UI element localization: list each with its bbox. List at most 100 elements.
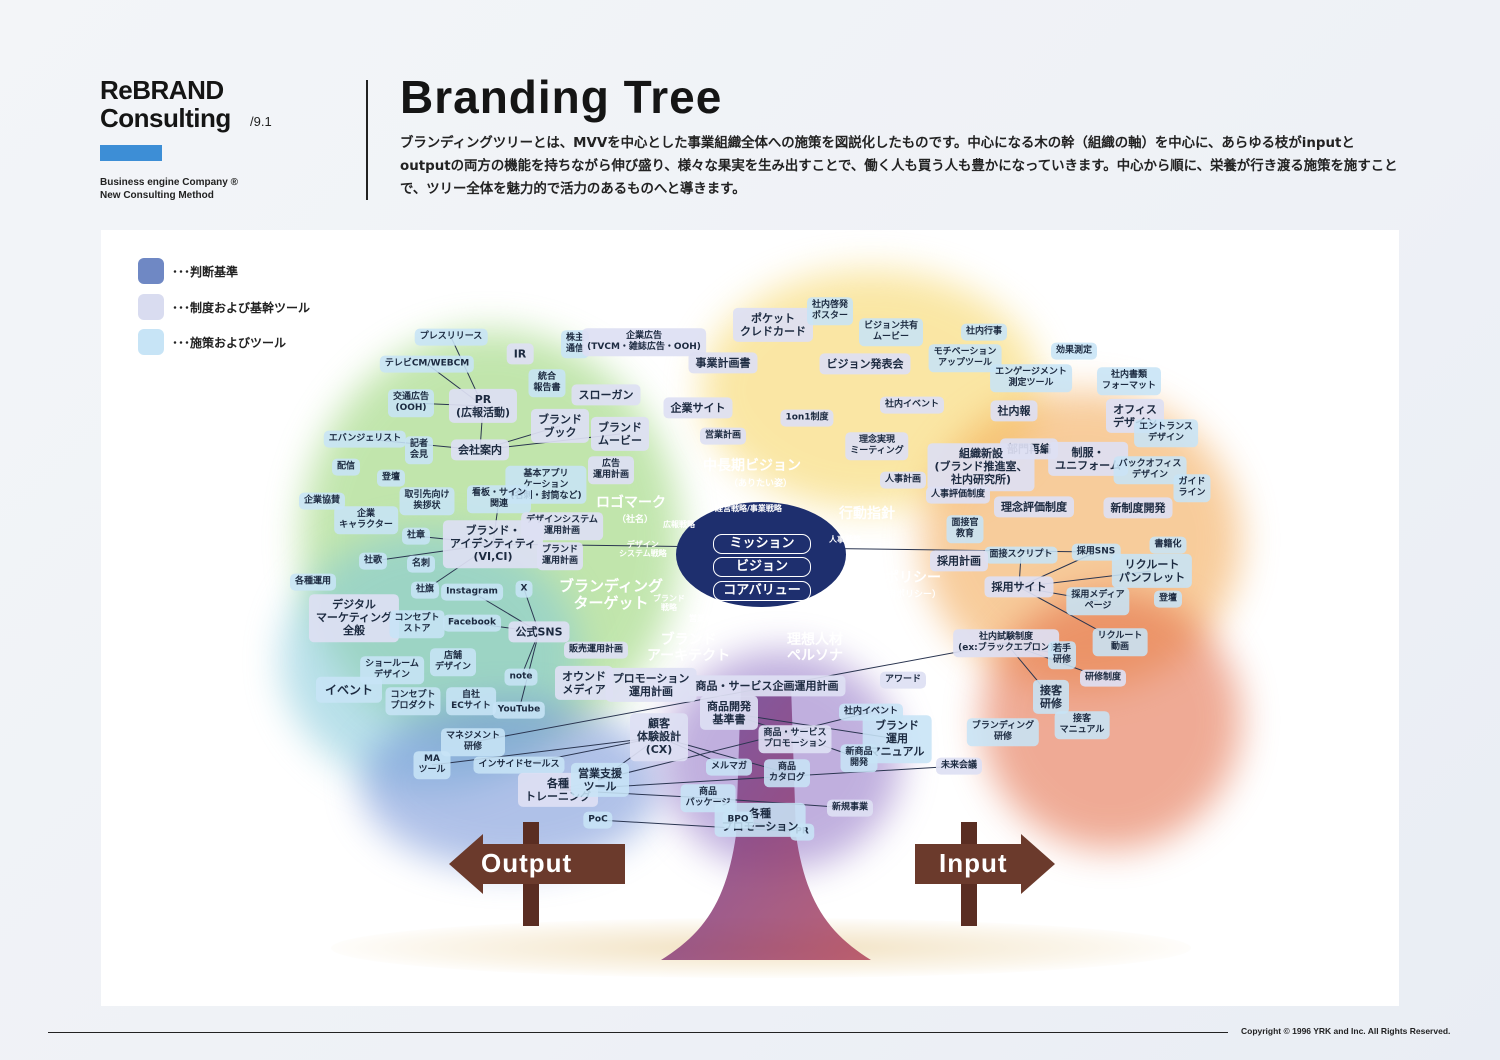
branch-node: 社内イベント xyxy=(880,397,944,414)
branch-node: アワード xyxy=(880,672,926,689)
legend-label: ･･･施策およびツール xyxy=(172,334,286,351)
branch-node: ブランド ムービー xyxy=(591,417,649,451)
branch-node: 営業計画 xyxy=(700,428,746,445)
brand-accent-bar xyxy=(100,145,162,161)
branch-node: インサイドセールス xyxy=(473,757,564,774)
branch-node: YouTube xyxy=(493,702,545,719)
branch-node: 社内啓発 ポスター xyxy=(807,297,853,325)
branch-node: 登壇 xyxy=(1154,591,1182,608)
branch-node: ブランド・ アイデンティティ (VI,CI) xyxy=(443,520,543,568)
branch-node: 面接スクリプト xyxy=(984,547,1057,564)
branch-node: メルマガ xyxy=(706,759,752,776)
branch-node: 営業支援 ツール xyxy=(571,763,629,797)
branch-node: プロモーション 運用計画 xyxy=(606,668,697,702)
branch-node: エンゲージメント 測定ツール xyxy=(990,364,1072,392)
branch-node: 社歌 xyxy=(359,553,387,570)
legend-swatch xyxy=(138,294,164,320)
brand-version: /9.1 xyxy=(250,114,272,129)
branch-node: 公式SNS xyxy=(508,621,569,642)
branch-node: デジタル マーケティング 全般 xyxy=(309,594,399,642)
strategy-pr: 広報戦略 xyxy=(663,520,695,529)
branch-node: 若手 研修 xyxy=(1048,641,1076,669)
branch-node: 社章 xyxy=(402,528,430,545)
branch-node: 採用サイト xyxy=(985,576,1054,597)
branch-node: オウンド メディア xyxy=(555,666,613,700)
branch-node: Facebook xyxy=(443,615,501,632)
branch-node: 1on1制度 xyxy=(780,410,833,427)
header-divider xyxy=(366,80,368,200)
branch-node: ビジョン共有 ムービー xyxy=(859,318,923,346)
footer-line xyxy=(48,1032,1228,1033)
output-sign-label: Output xyxy=(481,848,572,879)
branch-node: イベント xyxy=(316,677,382,703)
legend-label: ･･･判断基準 xyxy=(172,263,238,280)
branch-node: 人事計画 xyxy=(880,472,926,489)
zone-logomark-sub: （社名） xyxy=(617,515,653,525)
legend-swatch xyxy=(138,329,164,355)
branch-node: 社内試験制度 (ex:ブラックエプロン) xyxy=(953,629,1059,657)
strategy-hr: 人事戦略 xyxy=(829,535,861,544)
branch-node: 採用計画 xyxy=(930,550,988,571)
branch-node: 交通広告 (OOH) xyxy=(388,389,434,417)
branch-node: 人事評価制度 xyxy=(926,487,990,504)
branch-node: 広告 運用計画 xyxy=(588,456,634,484)
branch-node: 接客 研修 xyxy=(1033,680,1069,714)
zone-hr-policy: 人事ポリシー xyxy=(857,570,941,586)
zone-persona: 理想人材 ペルソナ xyxy=(787,632,843,664)
branch-node: 販売運用計画 xyxy=(564,642,628,659)
branch-node: 理念実現 ミーティング xyxy=(845,432,908,460)
brand-name: ReBRAND Consulting xyxy=(100,76,231,132)
legend-swatch xyxy=(138,258,164,284)
branch-node: 企業広告 (TVCM・雑誌広告・OOH) xyxy=(582,328,706,356)
branch-node: プレスリリース xyxy=(415,329,488,346)
branch-node: PR (広報活動) xyxy=(449,389,517,423)
core-item-corevalue: コアバリュー xyxy=(713,581,811,601)
brand-sub-line2: New Consulting Method xyxy=(100,189,238,202)
branch-node: ブランド ブック xyxy=(531,409,589,443)
branch-node: 効果測定 xyxy=(1051,343,1097,360)
branch-node: 商品・サービス プロモーション xyxy=(758,725,831,753)
page-title: Branding Tree xyxy=(400,70,722,124)
branch-node: IR xyxy=(507,343,534,364)
branch-node: ブランド 運用計画 xyxy=(537,542,583,570)
branch-node: ガイド ライン xyxy=(1173,474,1210,502)
branch-node: リクルート 動画 xyxy=(1093,628,1148,656)
brand-sub-line1: Business engine Company ® xyxy=(100,176,238,189)
branch-node: MA ツール xyxy=(413,751,450,779)
branch-node: マネジメント 研修 xyxy=(441,728,505,756)
branch-node: ポケット クレドカード xyxy=(733,308,813,342)
branch-node: 配信 xyxy=(332,459,360,476)
legend-item-base-tools: ･･･制度および基幹ツール xyxy=(138,294,310,320)
branch-node: 書籍化 xyxy=(1149,537,1186,554)
branch-node: 採用メディア ページ xyxy=(1066,587,1129,615)
legend-label: ･･･制度および基幹ツール xyxy=(172,299,310,316)
branch-node: 統合 報告書 xyxy=(528,369,565,397)
branch-node: リクルート パンフレット xyxy=(1112,554,1192,588)
zone-targets: ブランディング ターゲット xyxy=(559,578,663,613)
branch-node: 各種運用 xyxy=(290,574,336,591)
branch-node: 会社案内 xyxy=(451,439,509,460)
branch-node: ビジョン発表会 xyxy=(820,353,911,374)
branch-node: 新規事業 xyxy=(827,800,873,817)
zone-action: 行動指針 xyxy=(839,506,895,522)
branch-node: 社旗 xyxy=(411,582,439,599)
branch-node: 顧客 体験設計 (CX) xyxy=(630,713,688,761)
branch-node: 商品・サービス企画運用計画 xyxy=(689,675,846,696)
branch-node: 企業 キャラクター xyxy=(334,506,398,534)
input-sign-label: Input xyxy=(939,848,1008,879)
branch-node: 看板・サイン 関連 xyxy=(467,485,531,513)
branch-node: 名刺 xyxy=(407,556,435,573)
branch-node: 記者 会見 xyxy=(405,436,433,464)
zone-vision-sub: （ありたい姿） xyxy=(729,479,792,489)
branch-node: 新制度開発 xyxy=(1104,497,1173,518)
strategy-mgmt: 経営戦略/事業戦略 xyxy=(715,504,782,513)
branch-node: X xyxy=(516,581,533,598)
branch-node: 新商品 開発 xyxy=(840,744,877,772)
branch-node: テレビCM/WEBCM xyxy=(380,356,474,373)
zone-hr-policy-sub: （採用ポリシー） xyxy=(869,590,941,600)
zone-vision: 中長期ビジョン xyxy=(703,458,801,474)
core-item-vision: ビジョン xyxy=(713,557,811,577)
zone-architect: ブランド アーキテクト xyxy=(647,632,730,664)
branch-node: ブランディング 研修 xyxy=(967,718,1039,746)
branch-node: 社内報 xyxy=(991,400,1038,421)
